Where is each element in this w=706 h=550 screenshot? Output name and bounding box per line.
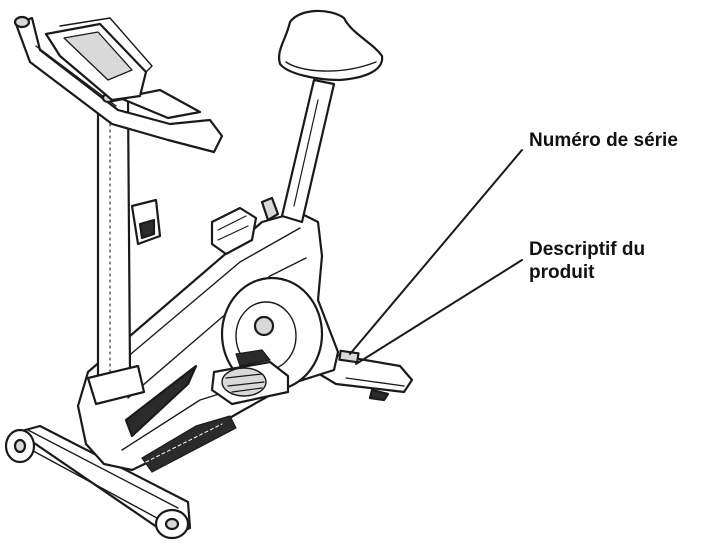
main-frame <box>76 210 340 473</box>
transport-wheel-right <box>154 508 190 540</box>
product-description-callout: Descriptif du produit <box>529 238 645 284</box>
leader-lines <box>349 149 523 365</box>
front-stabilizer <box>16 424 192 538</box>
pedal-right <box>210 349 290 406</box>
product-description-leader-line <box>355 259 523 365</box>
pedal-left <box>210 206 258 256</box>
product-description-line-1: Descriptif du <box>529 239 646 260</box>
serial-number-leader-line <box>349 149 523 355</box>
serial-label-plate <box>338 349 360 364</box>
serial-number-callout: Numéro de série <box>529 130 678 151</box>
transport-wheel-left <box>4 428 36 464</box>
water-bottle-holder <box>130 198 162 246</box>
console-tablet-holder <box>44 17 153 102</box>
handlebar-post <box>86 96 146 406</box>
seat <box>278 9 384 82</box>
seat-post <box>260 78 336 224</box>
product-description-line-2: produit <box>529 262 595 283</box>
